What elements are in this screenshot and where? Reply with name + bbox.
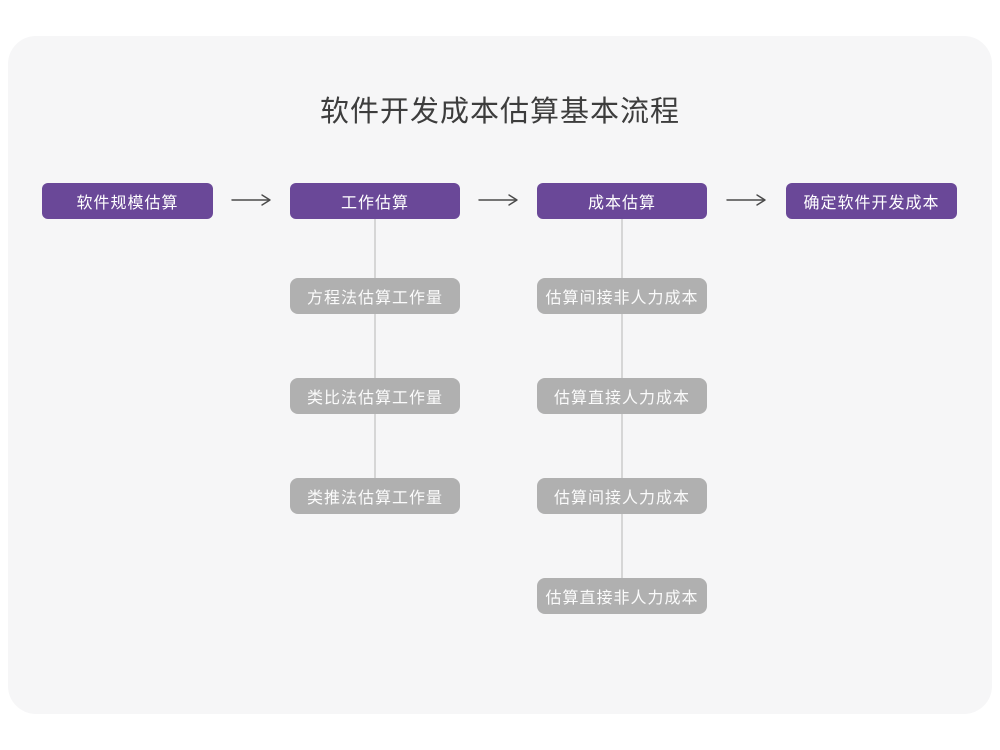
step-work-estimation: 工作估算 (290, 183, 460, 219)
step-cost-estimation: 成本估算 (537, 183, 707, 219)
arrow-right-icon (726, 194, 766, 206)
substep-direct-non-labor-cost: 估算直接非人力成本 (537, 578, 707, 614)
substep-direct-labor-cost: 估算直接人力成本 (537, 378, 707, 414)
substep-equation-method: 方程法估算工作量 (290, 278, 460, 314)
step-determine-development-cost: 确定软件开发成本 (786, 183, 957, 219)
arrow-right-icon (231, 194, 271, 206)
substep-extrapolation-method: 类推法估算工作量 (290, 478, 460, 514)
substep-indirect-labor-cost: 估算间接人力成本 (537, 478, 707, 514)
arrow-right-icon (478, 194, 518, 206)
step-software-scale-estimation: 软件规模估算 (42, 183, 213, 219)
connector-line-work-column (374, 218, 376, 478)
page-title: 软件开发成本估算基本流程 (319, 96, 680, 128)
substep-analogy-method: 类比法估算工作量 (290, 378, 460, 414)
flowchart-card (8, 36, 992, 714)
substep-indirect-non-labor-cost: 估算间接非人力成本 (537, 278, 707, 314)
